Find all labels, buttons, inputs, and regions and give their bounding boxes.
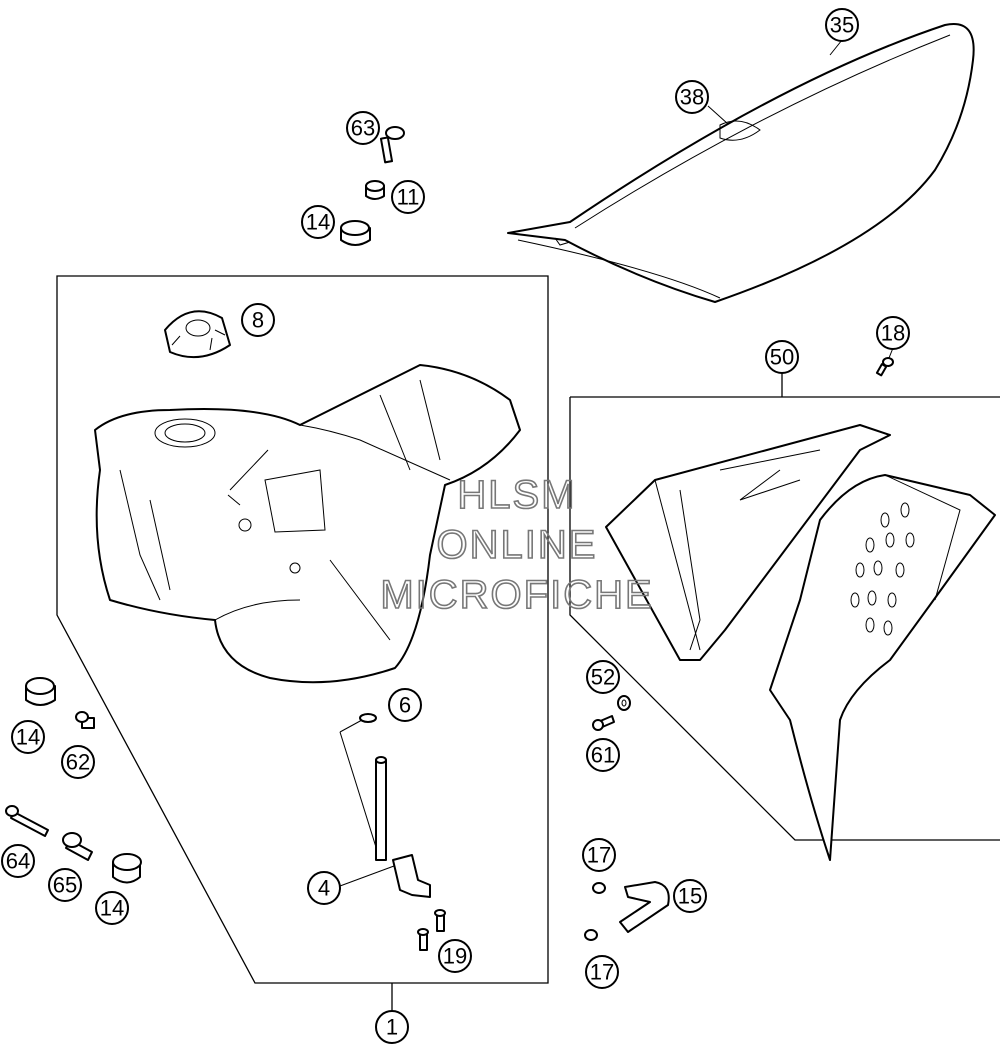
callout-65: 65 [48, 868, 82, 902]
callout-6-label: 6 [399, 693, 411, 718]
callout-35-label: 35 [830, 13, 854, 38]
screw-19a-part [434, 909, 446, 932]
screw-19b-part [417, 928, 429, 951]
callout-63: 63 [346, 111, 380, 145]
callout-17-top-label: 17 [587, 843, 611, 868]
callout-18: 18 [876, 316, 910, 350]
callout-11-label: 11 [397, 185, 420, 210]
callout-15-label: 15 [678, 884, 702, 909]
watermark-line2: ONLINE [437, 523, 598, 567]
screw-61-part [592, 715, 615, 731]
callout-61-label: 61 [591, 743, 615, 768]
callout-18-label: 18 [881, 321, 905, 346]
callout-50: 50 [765, 340, 799, 374]
tank-assembly-box [56, 275, 549, 984]
callout-50-label: 50 [770, 345, 794, 370]
watermark-line3: MICROFICHE [380, 573, 653, 617]
callout-14-top: 14 [301, 205, 335, 239]
watermark-line1: HLSM [457, 473, 576, 517]
callout-62-label: 62 [66, 750, 90, 775]
callout-65-label: 65 [53, 873, 77, 898]
bolt-62-part [75, 711, 95, 729]
callout-19-label: 19 [443, 944, 467, 969]
callout-6: 6 [388, 688, 422, 722]
callout-35: 35 [825, 8, 859, 42]
spacer-65-part [62, 832, 93, 861]
callout-8: 8 [241, 303, 275, 337]
callout-11: 11 [391, 180, 425, 214]
callout-14-bottom-label: 14 [100, 896, 124, 921]
clamp-17a-part [592, 882, 606, 894]
callout-61: 61 [586, 738, 620, 772]
seat-part [507, 23, 975, 303]
fuel-tank-part [94, 364, 521, 684]
leader-6b [339, 719, 363, 733]
callout-14-top-label: 14 [306, 210, 330, 235]
o-ring-6-part [359, 713, 377, 723]
petcock-4-part [375, 756, 431, 898]
fuel-cap-part [164, 310, 231, 359]
callout-38: 38 [675, 80, 709, 114]
callout-19: 19 [438, 939, 472, 973]
rubber-14-left-part [25, 677, 56, 706]
callout-63-label: 63 [351, 116, 375, 141]
callout-52: 52 [586, 660, 620, 694]
callout-64-label: 64 [6, 849, 30, 874]
leader-38 [707, 105, 729, 125]
callout-14-left: 14 [11, 720, 45, 754]
rubber-14-bottom-part [112, 853, 142, 884]
bolt-63-part [379, 126, 405, 164]
callout-64: 64 [1, 844, 35, 878]
callout-4: 4 [307, 871, 341, 905]
callout-14-bottom: 14 [95, 891, 129, 925]
callout-17-top: 17 [582, 838, 616, 872]
bolt-64-part [5, 805, 49, 837]
callout-15: 15 [673, 879, 707, 913]
callout-38-label: 38 [680, 85, 704, 110]
callout-14-left-label: 14 [16, 725, 40, 750]
screw-18-part [875, 357, 894, 377]
callout-4-label: 4 [318, 876, 330, 901]
right-shroud-part [769, 474, 996, 861]
washer-52-part [617, 695, 631, 711]
watermark: HLSM ONLINE MICROFICHE [380, 472, 653, 618]
callout-52-label: 52 [591, 665, 615, 690]
leader-35 [829, 39, 843, 56]
shroud-assembly-box [569, 396, 1000, 841]
callout-17-bottom-label: 17 [590, 960, 614, 985]
leader-6 [339, 731, 381, 861]
callout-62: 62 [61, 745, 95, 779]
shroud-vents [850, 502, 915, 636]
rubber-14-top-part [340, 220, 371, 246]
bushing-11-part [365, 180, 385, 200]
callout-17-bottom: 17 [585, 955, 619, 989]
callout-1: 1 [375, 1010, 409, 1044]
clamp-17b-part [584, 929, 598, 941]
callout-8-label: 8 [252, 308, 264, 333]
callout-1-label: 1 [386, 1015, 398, 1040]
left-shroud-part [605, 424, 891, 661]
leader-4 [339, 865, 395, 887]
hose-15-part [619, 881, 670, 933]
